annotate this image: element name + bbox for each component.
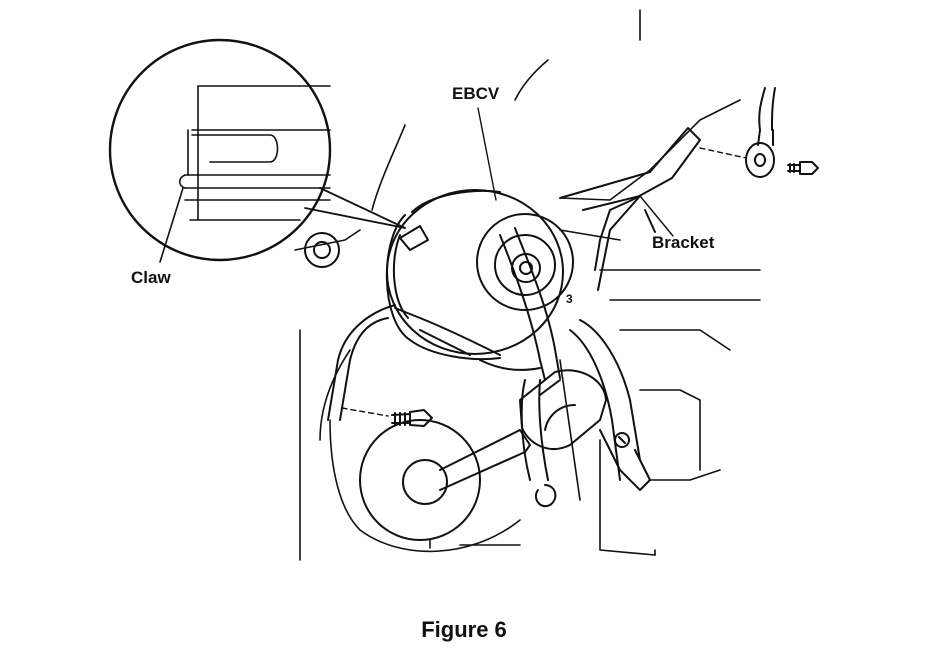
claw-detail-inset [110,40,405,262]
wire-harness [328,305,640,480]
figure-caption: Figure 6 [421,617,507,642]
hose-connector [520,370,606,449]
label-leaders [478,108,673,236]
engine-lower-cover [360,420,555,540]
grommet-icon [305,233,339,267]
part-number-label: 3 [566,292,573,306]
vacuum-hose [500,228,560,480]
ground-terminal [746,88,775,177]
bolt-icon [788,162,818,174]
ebcv-label: EBCV [452,84,500,103]
bracket [560,128,700,490]
bracket-label: Bracket [652,233,715,252]
ebcv-valve [387,190,573,370]
ground-bolt-leader [700,148,746,158]
claw-label: Claw [131,268,171,287]
mounting-bolt-leader [342,408,388,416]
engine-background-outline [295,10,760,560]
